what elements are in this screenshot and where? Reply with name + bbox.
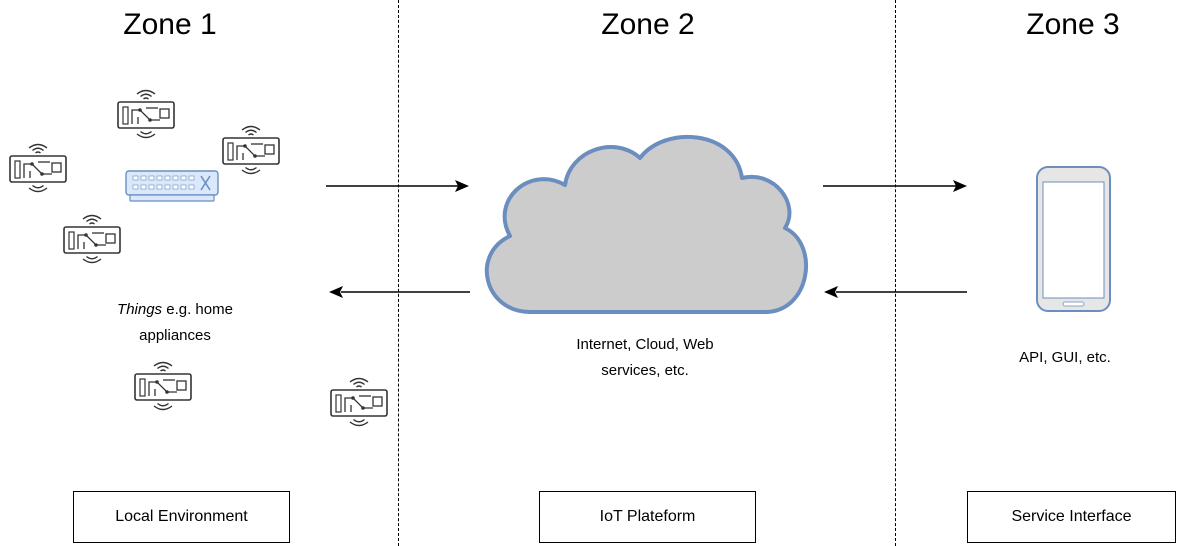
thing-icon bbox=[134, 361, 192, 411]
zone-2-title: Zone 2 bbox=[601, 8, 695, 41]
smartphone-icon bbox=[1036, 166, 1111, 312]
phone-caption: API, GUI, etc. bbox=[1019, 349, 1111, 366]
iot-platform-label: IoT Plateform bbox=[599, 508, 696, 525]
things-caption-rest: e.g. home bbox=[162, 301, 233, 318]
router-icon bbox=[125, 170, 219, 202]
things-caption-line2: appliances bbox=[139, 327, 211, 344]
thing-icon bbox=[9, 143, 67, 193]
local-environment-box: Local Environment bbox=[73, 491, 290, 543]
arrow-zone3-to-zone2 bbox=[824, 286, 967, 298]
service-interface-label: Service Interface bbox=[1011, 508, 1132, 525]
thing-icon bbox=[222, 125, 280, 175]
arrow-zone1-to-zone2 bbox=[326, 180, 469, 192]
iot-platform-box: IoT Plateform bbox=[539, 491, 756, 543]
things-caption: Things e.g. home appliances bbox=[80, 297, 270, 349]
thing-icon bbox=[330, 377, 388, 427]
zone-3-title: Zone 3 bbox=[1026, 8, 1120, 41]
zone-divider-1 bbox=[398, 0, 399, 546]
service-interface-box: Service Interface bbox=[967, 491, 1176, 543]
cloud-caption: Internet, Cloud, Web services, etc. bbox=[540, 332, 750, 384]
cloud-caption-line1: Internet, Cloud, Web bbox=[576, 336, 714, 353]
thing-icon bbox=[63, 214, 121, 264]
local-environment-label: Local Environment bbox=[115, 508, 248, 525]
arrow-zone2-to-zone1 bbox=[329, 286, 470, 298]
zone-1-title: Zone 1 bbox=[123, 8, 217, 41]
arrow-zone2-to-zone3 bbox=[823, 180, 967, 192]
cloud-caption-line2: services, etc. bbox=[601, 362, 689, 379]
cloud-icon bbox=[484, 135, 808, 314]
thing-icon bbox=[117, 89, 175, 139]
zone-divider-2 bbox=[895, 0, 896, 546]
things-caption-italic: Things bbox=[117, 301, 163, 318]
